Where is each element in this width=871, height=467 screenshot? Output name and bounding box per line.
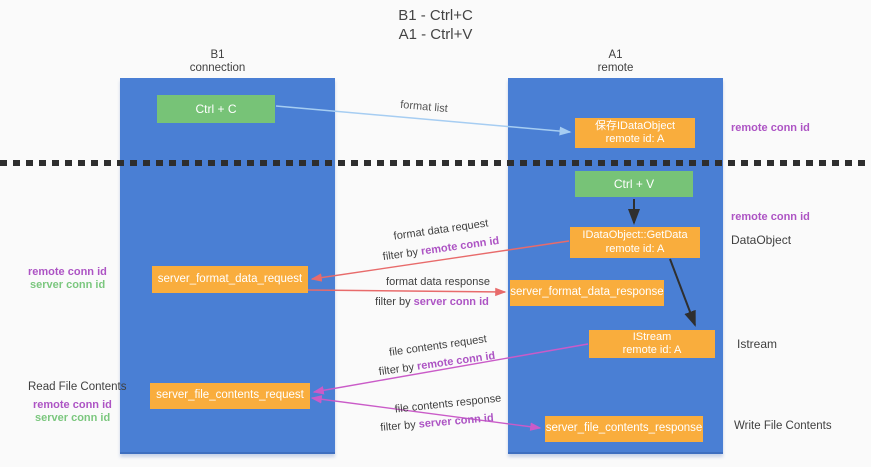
server-format-data-response-label: server_format_data_response xyxy=(510,286,664,299)
server-format-data-request-box: server_format_data_request xyxy=(152,266,308,293)
server-conn-id-emphasis: server conn id xyxy=(413,296,489,308)
ctrl-c-label: Ctrl + C xyxy=(195,102,237,116)
left-server-conn-id-1: server conn id xyxy=(30,279,106,291)
left-server-conn-id-2: server conn id xyxy=(35,412,111,424)
left-read-file-contents-label: Read File Contents xyxy=(28,381,127,393)
left-remote-conn-id-2: remote conn id xyxy=(33,399,112,411)
left-remote-conn-id-1: remote conn id xyxy=(28,266,107,278)
diagram-title: B1 - Ctrl+C A1 - Ctrl+V xyxy=(0,6,871,44)
filter-by-text: filter by xyxy=(378,360,418,379)
istream-box: IStream remote id: A xyxy=(589,330,715,358)
save-dataobject-box: 保存IDataObject remote id: A xyxy=(575,118,695,148)
lane-b1-name: B1 xyxy=(210,49,225,61)
getdata-line1: IDataObject::GetData xyxy=(582,229,688,241)
format-data-response-arrow xyxy=(307,287,507,297)
istream-line1: IStream xyxy=(632,330,672,343)
server-format-data-response-box: server_format_data_response xyxy=(510,280,664,306)
right-dataobject-label: DataObject xyxy=(731,233,792,247)
ctrl-v-label: Ctrl + V xyxy=(613,177,655,191)
right-write-file-contents-label: Write File Contents xyxy=(734,420,832,432)
lane-b1-role: connection xyxy=(189,62,246,74)
diagram-title-line1: B1 - Ctrl+C xyxy=(398,7,473,24)
right-remote-conn-id-mid: remote conn id xyxy=(731,211,810,223)
remote-conn-id-emphasis: remote conn id xyxy=(420,234,500,258)
save-dataobject-line2: remote id: A xyxy=(605,133,665,145)
filter-by-text: filter by xyxy=(382,245,422,264)
diagram-title-line2: A1 - Ctrl+V xyxy=(398,26,473,43)
format-list-label: format list xyxy=(399,98,449,116)
lane-header-b1: B1 connection xyxy=(120,49,315,75)
server-format-data-request-label: server_format_data_request xyxy=(157,272,303,285)
right-istream-label: Istream xyxy=(737,337,778,351)
server-file-contents-request-label: server_file_contents_request xyxy=(156,389,304,402)
server-file-contents-response-box: server_file_contents_response xyxy=(545,416,703,442)
filter-by-text: filter by xyxy=(375,296,414,308)
idataobject-getdata-box: IDataObject::GetData remote id: A xyxy=(570,227,700,258)
server-file-contents-response-label: server_file_contents_response xyxy=(545,422,703,435)
lane-a1-name: A1 xyxy=(608,49,623,61)
filter-by-text: filter by xyxy=(379,418,420,434)
istream-line2: remote id: A xyxy=(622,344,682,356)
lane-a1-role: remote xyxy=(597,62,634,74)
server-file-contents-request-box: server_file_contents_request xyxy=(150,383,310,409)
copy-paste-divider-dashed-line xyxy=(0,160,871,166)
ctrl-c-box: Ctrl + C xyxy=(157,95,275,123)
save-dataobject-line1: 保存IDataObject xyxy=(594,119,676,132)
server-conn-id-emphasis: server conn id xyxy=(418,412,495,431)
right-remote-conn-id-top: remote conn id xyxy=(731,122,810,134)
ctrl-v-box: Ctrl + V xyxy=(575,171,693,197)
getdata-line2: remote id: A xyxy=(605,242,665,255)
format-data-response-label: format data response xyxy=(386,276,490,288)
lane-header-a1: A1 remote xyxy=(508,49,723,75)
format-data-response-filter-label: filter by server conn id xyxy=(375,296,489,308)
